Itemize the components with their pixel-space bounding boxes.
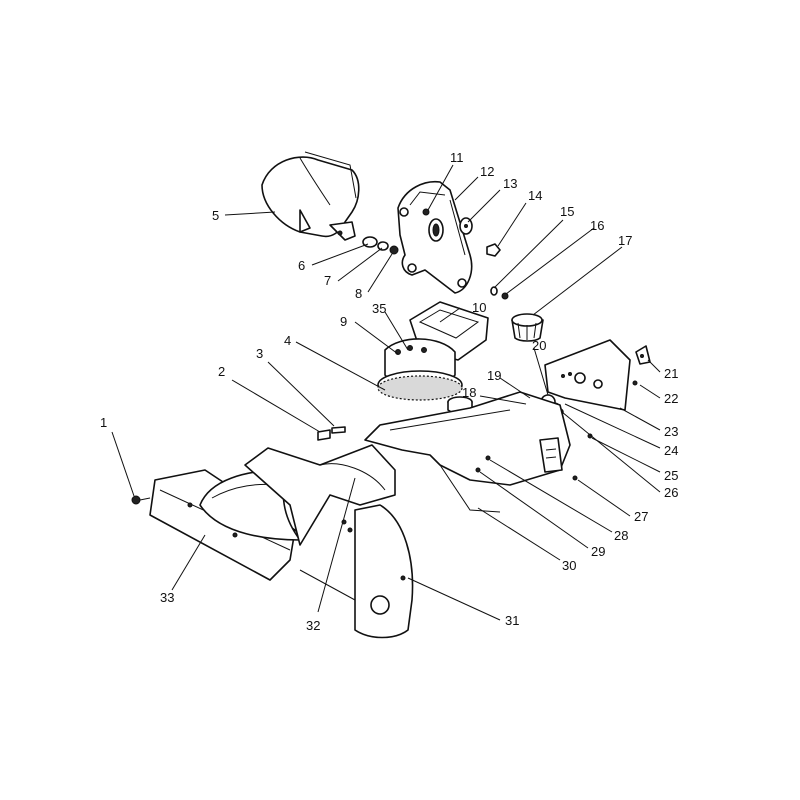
callout-31: 31: [505, 613, 519, 628]
callout-16: 16: [590, 218, 604, 233]
callout-10: 10: [472, 300, 486, 315]
callout-27: 27: [634, 509, 648, 524]
part-chute-deflector: [261, 151, 360, 241]
part-auger-housing: [364, 391, 593, 513]
callout-32: 32: [306, 618, 320, 633]
callout-23: 23: [664, 424, 678, 439]
callout-28: 28: [614, 528, 628, 543]
part-control-plate: [544, 339, 651, 411]
part-pins: [317, 426, 346, 441]
callout-4: 4: [284, 333, 291, 348]
callout-17: 17: [618, 233, 632, 248]
callout-2: 2: [218, 364, 225, 379]
callout-3: 3: [256, 346, 263, 361]
part-impeller-housing: [244, 444, 414, 639]
callout-15: 15: [560, 204, 574, 219]
callout-22: 22: [664, 391, 678, 406]
callout-24: 24: [664, 443, 678, 458]
callout-labels: 1 2 3 4 5 6 7 8 9 10 11 12 13 14 15 16 1…: [100, 150, 678, 633]
callout-18: 18: [462, 385, 476, 400]
callout-35: 35: [372, 301, 386, 316]
callout-19: 19: [487, 368, 501, 383]
callout-26: 26: [664, 485, 678, 500]
callout-6: 6: [298, 258, 305, 273]
callout-25: 25: [664, 468, 678, 483]
callout-7: 7: [324, 273, 331, 288]
callout-11: 11: [450, 150, 464, 165]
part-washers-nut-chute: [362, 236, 399, 255]
callout-9: 9: [340, 314, 347, 329]
callout-20: 20: [532, 338, 546, 353]
callout-29: 29: [591, 544, 605, 559]
callout-33: 33: [160, 590, 174, 605]
callout-14: 14: [528, 188, 542, 203]
part-bracket-hardware: [459, 217, 509, 300]
part-knob: [511, 313, 544, 342]
callout-30: 30: [562, 558, 576, 573]
part-bolt: [131, 495, 151, 505]
callout-21: 21: [664, 366, 678, 381]
callout-12: 12: [480, 164, 494, 179]
callout-8: 8: [355, 286, 362, 301]
part-chute-bracket: [397, 180, 473, 294]
part-chute-base: [377, 301, 489, 401]
callout-5: 5: [212, 208, 219, 223]
callout-1: 1: [100, 415, 107, 430]
callout-13: 13: [503, 176, 517, 191]
leader-lines: [111, 164, 661, 621]
